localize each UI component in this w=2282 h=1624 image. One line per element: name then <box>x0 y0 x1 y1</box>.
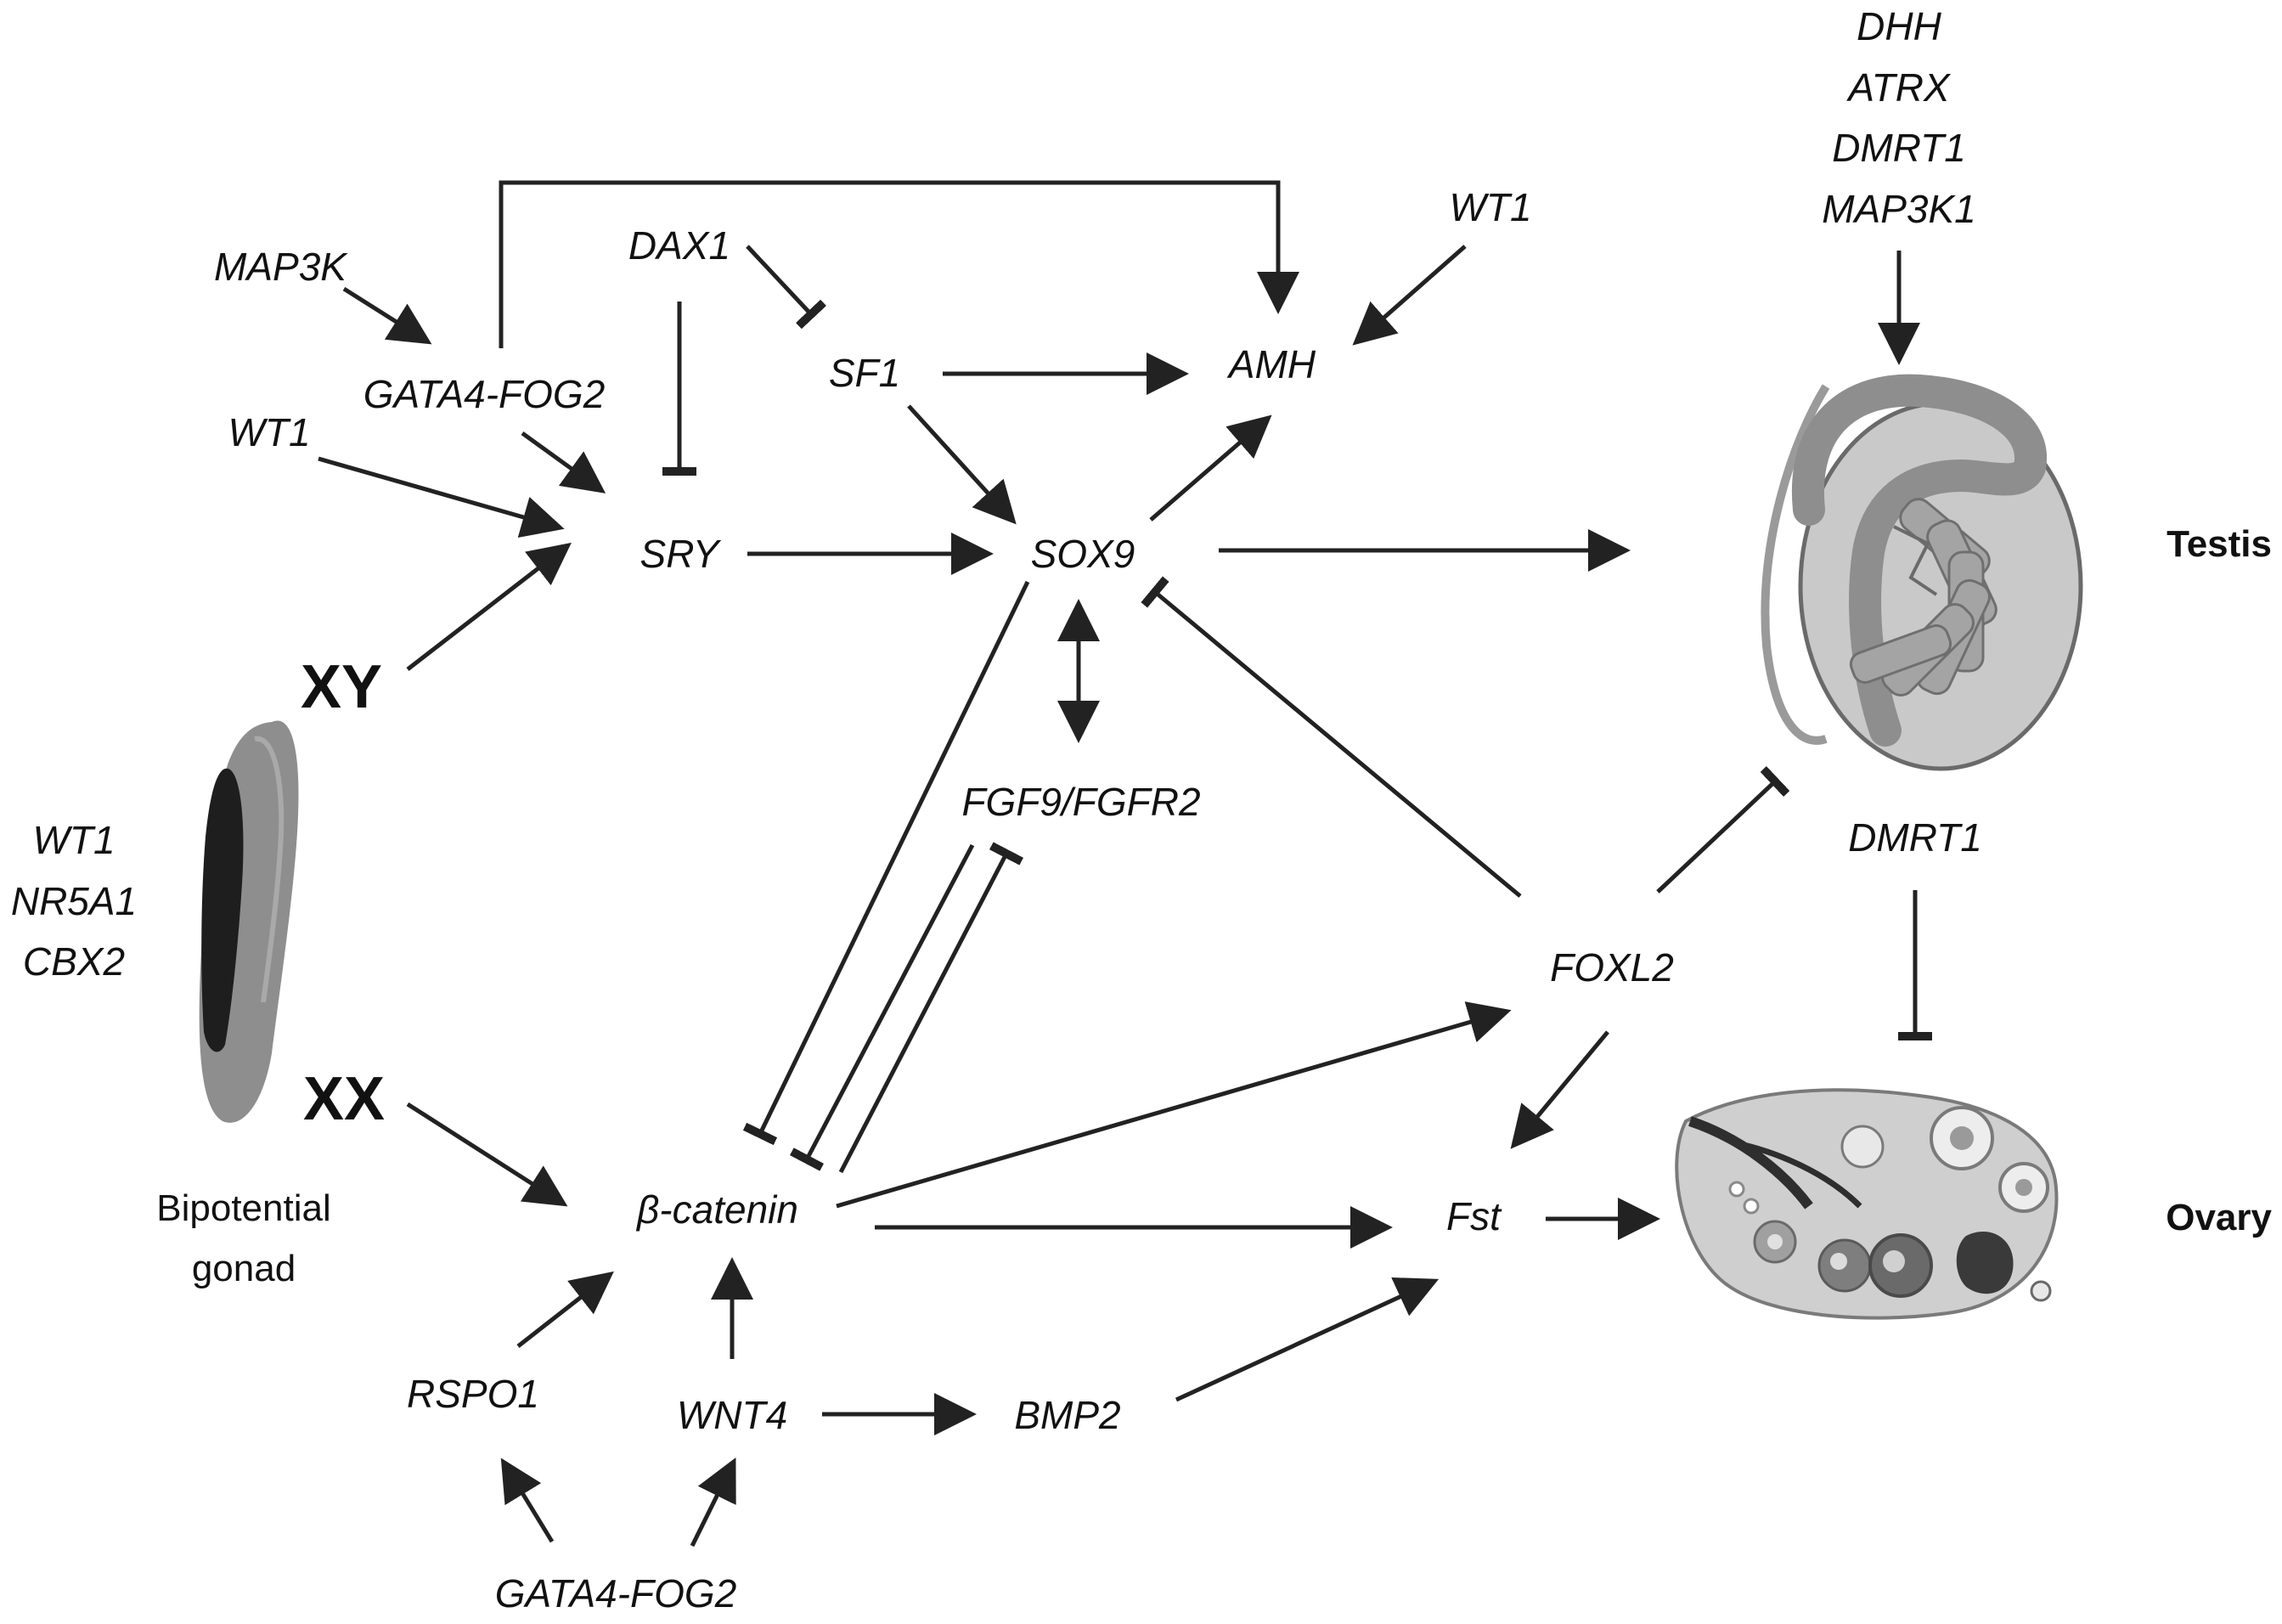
label-dax1: DAX1 <box>628 223 730 268</box>
edge-wt1-to-amh <box>1352 245 1467 346</box>
ovary-illustration <box>1675 1088 2059 1320</box>
label-fst: Fst <box>1446 1194 1502 1238</box>
label-dhh: DHH <box>1857 4 1941 48</box>
label-foxl2: FOXL2 <box>1550 945 1674 990</box>
label-gonad: gonad <box>192 1248 296 1289</box>
label-testis: Testis <box>2166 523 2272 565</box>
label-gata4-fog2-top: GATA4-FOG2 <box>363 372 606 416</box>
label-nr5a1: NR5A1 <box>11 879 137 923</box>
label-xx: XX <box>303 1065 385 1133</box>
label-map3k: MAP3K <box>214 245 348 289</box>
edge-betacatenin-inhibits-fgf9 <box>838 842 1024 1174</box>
edge-betacatenin-to-foxl2 <box>836 1001 1512 1209</box>
testis-illustration <box>1761 374 2083 771</box>
edges <box>318 180 1932 1548</box>
label-xy: XY <box>301 653 382 721</box>
label-atrx: ATRX <box>1845 65 1952 110</box>
label-cbx2: CBX2 <box>23 939 125 984</box>
label-dmrt1-mid: DMRT1 <box>1848 815 1982 860</box>
label-gata4-fog2-bottom: GATA4-FOG2 <box>495 1571 737 1616</box>
label-rspo1: RSPO1 <box>407 1372 539 1416</box>
label-dmrt1-top: DMRT1 <box>1832 126 1966 170</box>
label-bmp2: BMP2 <box>1014 1393 1120 1437</box>
edge-map3k-to-gata4fog2 <box>342 286 432 345</box>
label-wt1-left: WT1 <box>228 410 310 454</box>
edge-gata4fog2-to-sry <box>521 431 606 493</box>
edge-foxl2-inhibits-sox9 <box>1141 576 1522 898</box>
edge-dax1-inhibits-sf1 <box>746 245 827 330</box>
edge-fgf9-inhibits-betacatenin <box>789 843 975 1171</box>
labels: MAP3K GATA4-FOG2 WT1 DAX1 SF1 AMH WT1 SR… <box>11 4 2273 1616</box>
edge-foxl2-inhibits-testis <box>1656 766 1790 894</box>
label-sf1: SF1 <box>829 351 900 395</box>
label-amh: AMH <box>1226 342 1316 386</box>
bipotential-gonad-illustration <box>199 720 299 1123</box>
edge-gata4fog2b-to-wnt4 <box>690 1458 736 1548</box>
label-wt1-top: WT1 <box>1449 185 1531 229</box>
edge-bmp2-to-fst <box>1175 1277 1440 1402</box>
edge-sox9-inhibits-betacatenin <box>742 580 1030 1146</box>
edge-rspo1-to-betacatenin <box>516 1271 614 1348</box>
label-fgf9-fgfr2: FGF9/FGFR2 <box>961 780 1200 824</box>
edge-gata4fog2-to-amh <box>499 180 1299 348</box>
label-wt1-gonad: WT1 <box>32 818 115 862</box>
label-wnt4: WNT4 <box>677 1393 787 1437</box>
edge-xx-to-betacatenin <box>406 1102 568 1207</box>
edge-xy-to-sry <box>406 542 572 671</box>
label-ovary: Ovary <box>2166 1197 2272 1238</box>
label-beta-catenin: β-catenin <box>635 1187 798 1232</box>
edge-sox9-to-amh <box>1149 414 1272 522</box>
edge-wt1-to-sry <box>318 456 565 539</box>
label-map3k1: MAP3K1 <box>1822 187 1976 231</box>
edge-sf1-to-sox9 <box>907 404 1017 525</box>
label-sry: SRY <box>640 532 722 576</box>
edge-gata4fog2b-to-rspo1 <box>500 1458 555 1543</box>
label-sox9: SOX9 <box>1031 532 1135 576</box>
edge-foxl2-to-fst <box>1510 1030 1609 1149</box>
label-bipotential: Bipotential <box>156 1187 330 1229</box>
